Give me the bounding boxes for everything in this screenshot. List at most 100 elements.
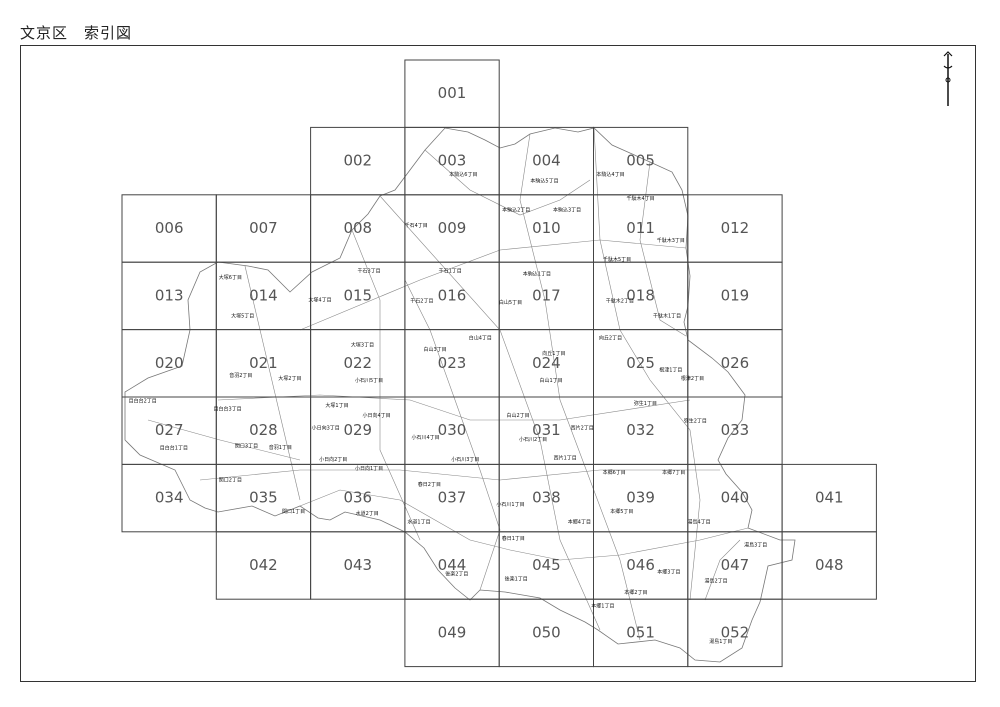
town-label: 後楽1丁目 <box>505 575 528 582</box>
town-label: 小石川1丁目 <box>496 501 524 508</box>
town-label: 本郷7丁目 <box>662 469 685 476</box>
town-label: 音羽1丁目 <box>269 444 292 451</box>
town-label: 千駄木2丁目 <box>606 298 634 305</box>
town-label: 弥生1丁目 <box>634 400 657 407</box>
tile-label: 007 <box>249 219 278 237</box>
town-label: 湯島1丁目 <box>709 638 732 645</box>
tile-label: 003 <box>438 152 467 170</box>
town-label: 小日向1丁目 <box>355 465 383 472</box>
tile-label: 015 <box>343 286 372 304</box>
tile-label: 030 <box>438 421 467 439</box>
town-label: 西片1丁目 <box>554 455 577 462</box>
tile-label: 037 <box>438 489 467 507</box>
town-label: 白山5丁目 <box>499 299 522 306</box>
town-label: 小日向3丁目 <box>312 424 340 431</box>
town-label: 本郷3丁目 <box>657 569 680 576</box>
tile-label: 010 <box>532 219 561 237</box>
town-labels: 本駒込6丁目本駒込5丁目本駒込4丁目千駄木4丁目本駒込2丁目本駒込3丁目千石4丁… <box>129 171 768 645</box>
road-line <box>299 239 687 331</box>
town-label: 水道1丁目 <box>407 519 430 526</box>
tile-label: 028 <box>249 421 278 439</box>
tile-label: 042 <box>249 556 278 574</box>
tile-label: 050 <box>532 623 561 641</box>
town-label: 白山3丁目 <box>424 346 447 353</box>
tile-label: 036 <box>343 489 372 507</box>
ward-boundary <box>124 127 796 663</box>
tile-label: 024 <box>532 354 561 372</box>
tile-label: 009 <box>438 219 467 237</box>
tile-label: 008 <box>343 219 372 237</box>
town-label: 千石3丁目 <box>358 267 381 274</box>
town-label: 西片2丁目 <box>571 424 594 431</box>
town-label: 本駒込3丁目 <box>553 207 581 214</box>
tile-048[interactable] <box>781 531 877 600</box>
tile-label: 011 <box>626 219 655 237</box>
road-line <box>147 419 301 461</box>
tile-label: 044 <box>438 556 467 574</box>
road-line <box>639 161 687 337</box>
tile-label: 052 <box>721 623 750 641</box>
town-label: 千石4丁目 <box>405 222 428 229</box>
road-line <box>299 489 749 561</box>
town-label: 千駄木5丁目 <box>603 256 631 263</box>
town-label: 小石川4丁目 <box>412 434 440 441</box>
town-label: 本郷1丁目 <box>591 602 614 609</box>
town-label: 根津1丁目 <box>659 366 682 373</box>
tile-052[interactable] <box>687 598 783 668</box>
tile-label: 001 <box>438 84 467 102</box>
tile-label: 021 <box>249 354 278 372</box>
town-label: 小石川5丁目 <box>355 377 383 384</box>
town-label: 小日向2丁目 <box>319 456 347 463</box>
tile-label: 026 <box>721 354 750 372</box>
road-line <box>404 279 501 591</box>
tile-label: 043 <box>343 556 372 574</box>
town-label: 関口2丁目 <box>219 477 242 483</box>
tile-label: 029 <box>343 421 372 439</box>
town-label: 根津2丁目 <box>681 375 704 382</box>
tile-label: 027 <box>155 421 184 439</box>
tile-label: 004 <box>532 152 561 170</box>
town-label: 小石川2丁目 <box>519 436 547 443</box>
town-label: 本駒込5丁目 <box>530 178 558 185</box>
tile-label: 034 <box>155 489 184 507</box>
town-label: 本駒込1丁目 <box>523 271 551 278</box>
town-label: 春日1丁目 <box>502 535 525 542</box>
road-line <box>217 394 691 421</box>
town-label: 大塚2丁目 <box>278 375 301 382</box>
town-label: 湯島2丁目 <box>705 577 728 584</box>
road-line <box>424 149 591 216</box>
tile-label: 032 <box>626 421 655 439</box>
town-label: 大塚3丁目 <box>351 342 374 349</box>
town-label: 小日向4丁目 <box>363 412 391 419</box>
town-label: 大塚1丁目 <box>325 402 348 409</box>
road-line <box>244 265 301 501</box>
tile-label: 045 <box>532 556 561 574</box>
tile-label: 017 <box>532 286 561 304</box>
tile-label: 038 <box>532 489 561 507</box>
tile-label: 033 <box>721 421 750 439</box>
tile-label: 023 <box>438 354 467 372</box>
town-label: 本郷6丁目 <box>603 469 626 476</box>
tile-label: 025 <box>626 354 655 372</box>
town-label: 向丘1丁目 <box>542 350 565 357</box>
town-label: 音羽2丁目 <box>229 372 252 379</box>
town-label: 目白台1丁目 <box>160 445 188 452</box>
road-line <box>519 133 641 641</box>
tile-label: 047 <box>721 556 750 574</box>
map-frame <box>20 45 976 682</box>
tile-label: 022 <box>343 354 372 372</box>
town-label: 千石1丁目 <box>439 267 462 274</box>
tile-label: 019 <box>721 286 750 304</box>
tile-label: 049 <box>438 623 467 641</box>
road-line <box>351 229 421 541</box>
tile-label: 048 <box>815 556 844 574</box>
tile-label: 013 <box>155 286 184 304</box>
tile-label: 005 <box>626 152 655 170</box>
town-label: 水道2丁目 <box>356 510 379 517</box>
town-label: 関口3丁目 <box>235 444 258 450</box>
town-label: 千石2丁目 <box>410 298 433 305</box>
town-label: 向丘2丁目 <box>599 335 622 342</box>
town-label: 白山1丁目 <box>540 377 563 384</box>
